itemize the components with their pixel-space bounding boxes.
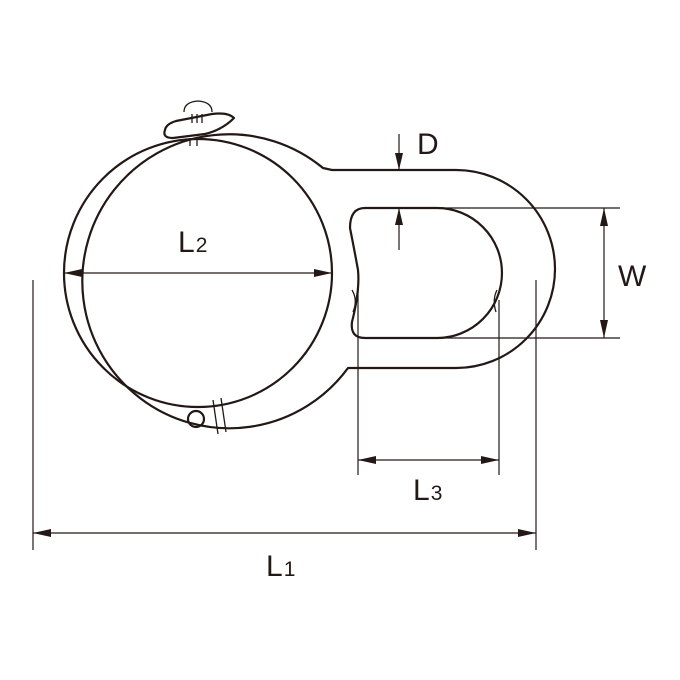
l3-arrow-left	[358, 456, 376, 464]
w-arrow-bottom	[600, 320, 608, 338]
l2-arrow-right	[314, 269, 332, 277]
dimension-d: D	[395, 128, 439, 250]
hinge-seam-1	[212, 399, 219, 435]
l1-arrow-right	[518, 529, 536, 537]
hinge-seam-2	[220, 397, 227, 433]
l3-arrow-right	[481, 456, 499, 464]
l1-arrow-left	[33, 529, 51, 537]
l2-arrow-left	[64, 269, 82, 277]
gate-latch	[163, 112, 236, 140]
dimension-w: W	[600, 208, 647, 338]
fitting-outline	[62, 133, 557, 430]
w-arrow-top	[600, 208, 608, 226]
latch-tab	[183, 100, 213, 113]
l3-label: L3	[413, 474, 442, 507]
d-label: D	[417, 128, 439, 161]
l1-label: L1	[266, 550, 295, 583]
eye-notch	[493, 289, 498, 313]
extension-lines	[32, 207, 620, 550]
d-arrow-top	[395, 153, 403, 170]
gate-details	[163, 100, 498, 435]
dimension-l1: L1	[33, 529, 536, 583]
w-label: W	[618, 260, 647, 293]
outer-contour	[81, 133, 557, 430]
d-arrow-bottom	[395, 208, 403, 225]
l2-label: L2	[178, 226, 207, 259]
dimension-l3: L3	[358, 456, 499, 507]
neck-notch	[351, 289, 356, 313]
eye-slot	[348, 206, 504, 340]
hinge-pin	[186, 409, 206, 429]
dimension-l2: L2	[64, 226, 332, 277]
